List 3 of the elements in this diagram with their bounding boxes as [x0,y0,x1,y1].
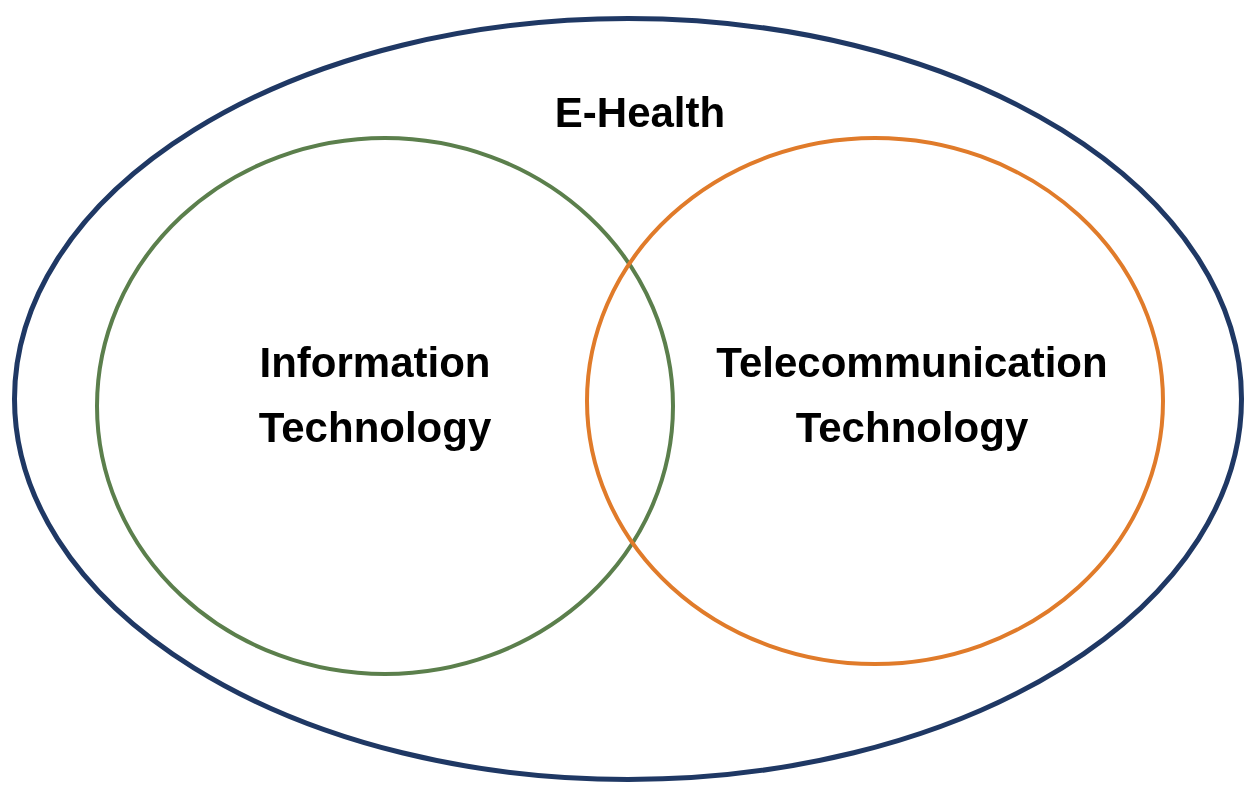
node-label: E-Health [553,88,727,138]
node-label: Information Technology [257,338,493,454]
node-label: Telecommunication Technology [715,338,1109,454]
